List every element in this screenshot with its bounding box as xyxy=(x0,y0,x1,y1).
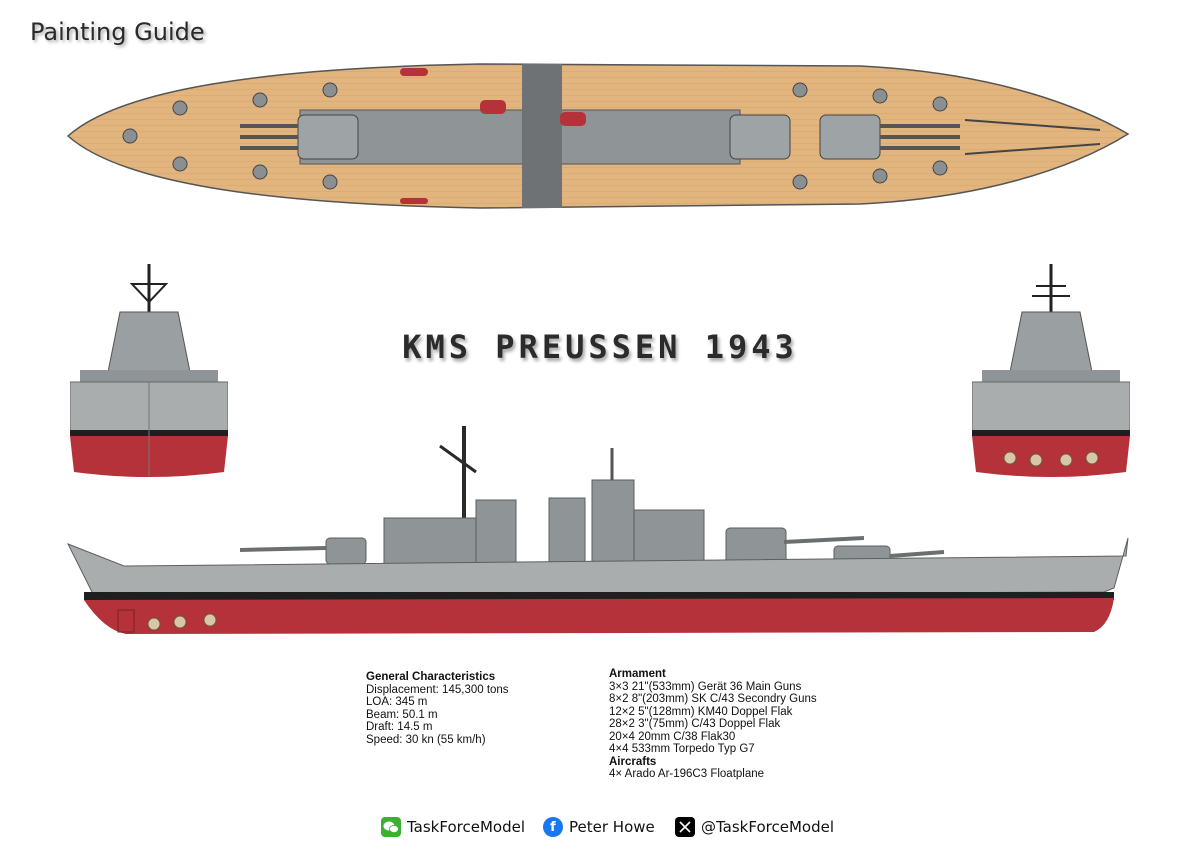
armament-line: 12×2 5"(128mm) KM40 Doppel Flak xyxy=(609,705,793,718)
side-view-illustration xyxy=(66,426,1129,634)
armament-line: 3×3 21"(533mm) Gerät 36 Main Guns xyxy=(609,680,802,693)
ship-name: KMS PREUSSEN 1943 xyxy=(402,328,798,366)
bow-view-illustration xyxy=(70,264,228,477)
aircraft-line: 4× Arado Ar-196C3 Floatplane xyxy=(609,768,765,780)
armament-line: 28×2 3"(75mm) C/43 Doppel Flak xyxy=(609,718,781,730)
armament-section: Armament 3×3 21"(533mm) Gerät 36 Main Gu… xyxy=(609,668,817,781)
facebook-icon: f xyxy=(543,817,563,837)
armament-heading: Armament xyxy=(609,668,666,680)
facebook-label: Peter Howe xyxy=(569,818,655,836)
aircrafts-heading: Aircrafts xyxy=(609,755,657,768)
footer-social: TaskForceModel f Peter Howe @TaskForceMo… xyxy=(0,817,1200,841)
page-title: Painting Guide xyxy=(30,18,205,46)
spec-line: Displacement: 145,300 tons xyxy=(366,683,509,696)
wechat-link[interactable]: TaskForceModel xyxy=(381,817,525,837)
spec-line: Draft: 14.5 m xyxy=(366,721,433,733)
facebook-link[interactable]: f Peter Howe xyxy=(543,817,655,837)
spec-line: LOA: 345 m xyxy=(366,696,428,708)
x-link[interactable]: @TaskForceModel xyxy=(675,817,834,837)
spec-line: Beam: 50.1 m xyxy=(366,708,438,721)
x-label: @TaskForceModel xyxy=(701,818,834,836)
wechat-icon xyxy=(381,817,401,837)
wechat-label: TaskForceModel xyxy=(407,818,525,836)
spec-line: Speed: 30 kn (55 km/h) xyxy=(366,733,486,746)
general-characteristics: General Characteristics Displacement: 14… xyxy=(366,671,509,746)
armament-line: 8×2 8"(203mm) SK C/43 Secondry Guns xyxy=(609,693,817,705)
top-view-illustration xyxy=(66,63,1130,209)
general-heading: General Characteristics xyxy=(366,671,496,683)
x-logo-icon xyxy=(675,817,695,837)
armament-line: 4×4 533mm Torpedo Typ G7 xyxy=(609,743,755,755)
armament-line: 20×4 20mm C/38 Flak30 xyxy=(609,730,736,743)
stern-view-illustration xyxy=(972,264,1130,477)
